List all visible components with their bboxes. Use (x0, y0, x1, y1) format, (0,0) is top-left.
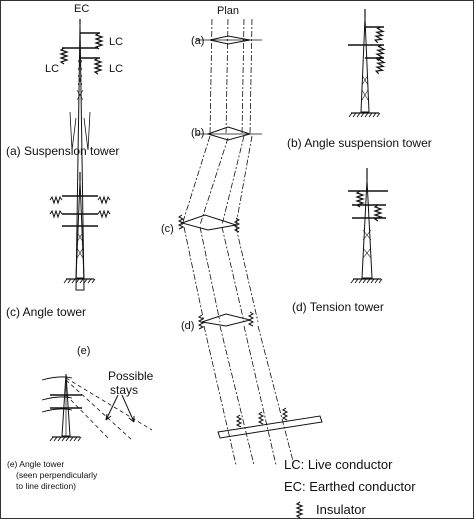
angle-suspension-tower-label: (b) Angle suspension tower (287, 136, 432, 150)
lc-label-right-bottom: LC (109, 63, 124, 75)
legend-lc: LC: Live conductor (284, 457, 393, 472)
plan-label-c: (c) (161, 223, 174, 235)
ec-label: EC (74, 3, 90, 15)
plan-title: Plan (217, 5, 240, 17)
lc-label-left: LC (45, 63, 60, 75)
tension-tower (348, 168, 388, 284)
plan-label-b: (b) (191, 127, 205, 139)
plan-label-d: (d) (181, 320, 195, 332)
tension-tower-label: (d) Tension tower (292, 300, 384, 314)
legend-insulator: Insulator (316, 502, 366, 517)
angle-side-label-line1: (e) Angle tower (7, 459, 65, 469)
lc-label-right-top: LC (109, 36, 124, 48)
angle-tower (49, 172, 111, 284)
angle-suspension-tower (348, 9, 386, 118)
stays-label-line2: stays (110, 383, 139, 397)
legend-ec: EC: Earthed conductor (284, 479, 416, 494)
insulator-icon (295, 501, 304, 519)
plan-view (177, 18, 323, 466)
stays-marker-label: (e) (77, 345, 91, 357)
suspension-tower-label: (a) Suspension tower (6, 144, 120, 158)
stays-label-line1: Possible (108, 369, 154, 383)
suspension-tower (60, 19, 103, 291)
angle-side-label-line2: (seen perpendicularly (16, 470, 98, 480)
angle-side-label-line3: to line direction) (16, 481, 77, 491)
angle-tower-label: (c) Angle tower (6, 305, 87, 319)
plan-label-a: (a) (191, 35, 205, 47)
angle-tower-side-view (41, 373, 153, 442)
